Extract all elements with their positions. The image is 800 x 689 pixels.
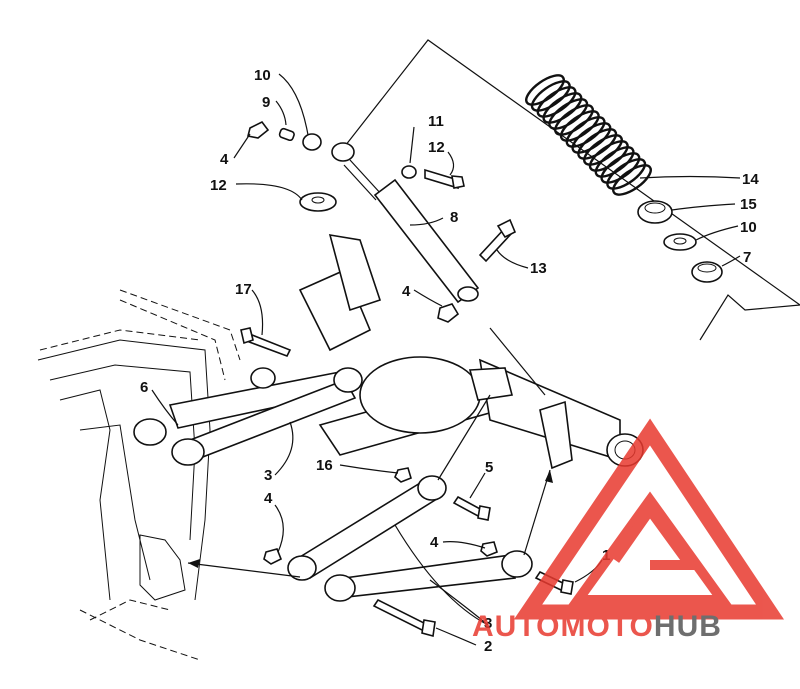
spring-coil [583, 134, 623, 166]
watermark-auto: AUTO [472, 610, 560, 643]
automotohub-watermark: AUTOMOTOHUB [472, 418, 785, 643]
callout-14: 15 [740, 196, 757, 213]
callout-16: 16 [316, 457, 333, 474]
callout-15: 10 [740, 219, 757, 236]
watermark-hub: HUB [654, 610, 722, 643]
watermark-text: AUTOMOTOHUB [472, 610, 722, 643]
callout-10-right: 11 [428, 113, 444, 130]
callout-4-lower-right: 4 [430, 534, 439, 551]
callout-3-lower: 3 [484, 615, 492, 632]
spring-kit-bracket [337, 39, 800, 341]
spring-coil [577, 128, 618, 160]
spring-coil [588, 140, 629, 172]
spring-seat-collar [637, 200, 673, 224]
callout-5: 5 [485, 459, 493, 476]
callout-2: 2 [484, 638, 492, 655]
leader-lines [151, 73, 741, 646]
callout-4-lower-left: 4 [264, 490, 273, 507]
callout-9: 9 [262, 94, 270, 111]
spring-coil [606, 158, 647, 190]
watermark-moto: MOTO [560, 610, 653, 643]
spring-bushing [691, 261, 723, 283]
spring-coil [542, 92, 583, 124]
spring-coil [600, 152, 641, 184]
spring-coil [571, 122, 612, 154]
spring-coil [594, 146, 635, 178]
upper-trailing-arm [133, 367, 363, 466]
callout-6: 6 [140, 379, 148, 396]
spring-coil [525, 74, 565, 106]
shock-absorber [331, 142, 480, 304]
callout-3-upper: 3 [264, 467, 272, 484]
spring-coil [565, 116, 606, 148]
rear-axle-housing [298, 234, 644, 470]
callout-13: 14 [742, 171, 759, 188]
spring-coil [536, 86, 577, 118]
callout-labels: 10 9 4 12 11 12 8 13 4 17 6 3 16 5 4 4 1… [140, 67, 759, 655]
assembly-arrows [187, 327, 553, 578]
callout-4-top: 4 [220, 151, 229, 168]
spring-coil [554, 104, 594, 136]
watermark-triangle-logo [513, 418, 785, 620]
spring-coil [612, 164, 652, 196]
lower-arm [287, 475, 533, 602]
spring-coil [548, 98, 589, 130]
callout-12-top: 12 [428, 139, 445, 156]
coil-spring [525, 74, 652, 196]
spring-coil [530, 80, 571, 112]
callout-12-mid: 13 [530, 260, 547, 277]
chassis-frame-outline [37, 289, 241, 661]
spring-coil [559, 110, 600, 142]
spring-washer [663, 233, 697, 251]
callout-17: 17 [235, 281, 252, 298]
callout-4-mid: 4 [402, 283, 411, 300]
callout-8: 8 [450, 209, 458, 226]
callout-11: 12 [210, 177, 227, 194]
shock-upper-hardware [247, 120, 517, 323]
callout-7: 7 [743, 249, 751, 266]
callout-10-upper: 10 [254, 67, 271, 84]
